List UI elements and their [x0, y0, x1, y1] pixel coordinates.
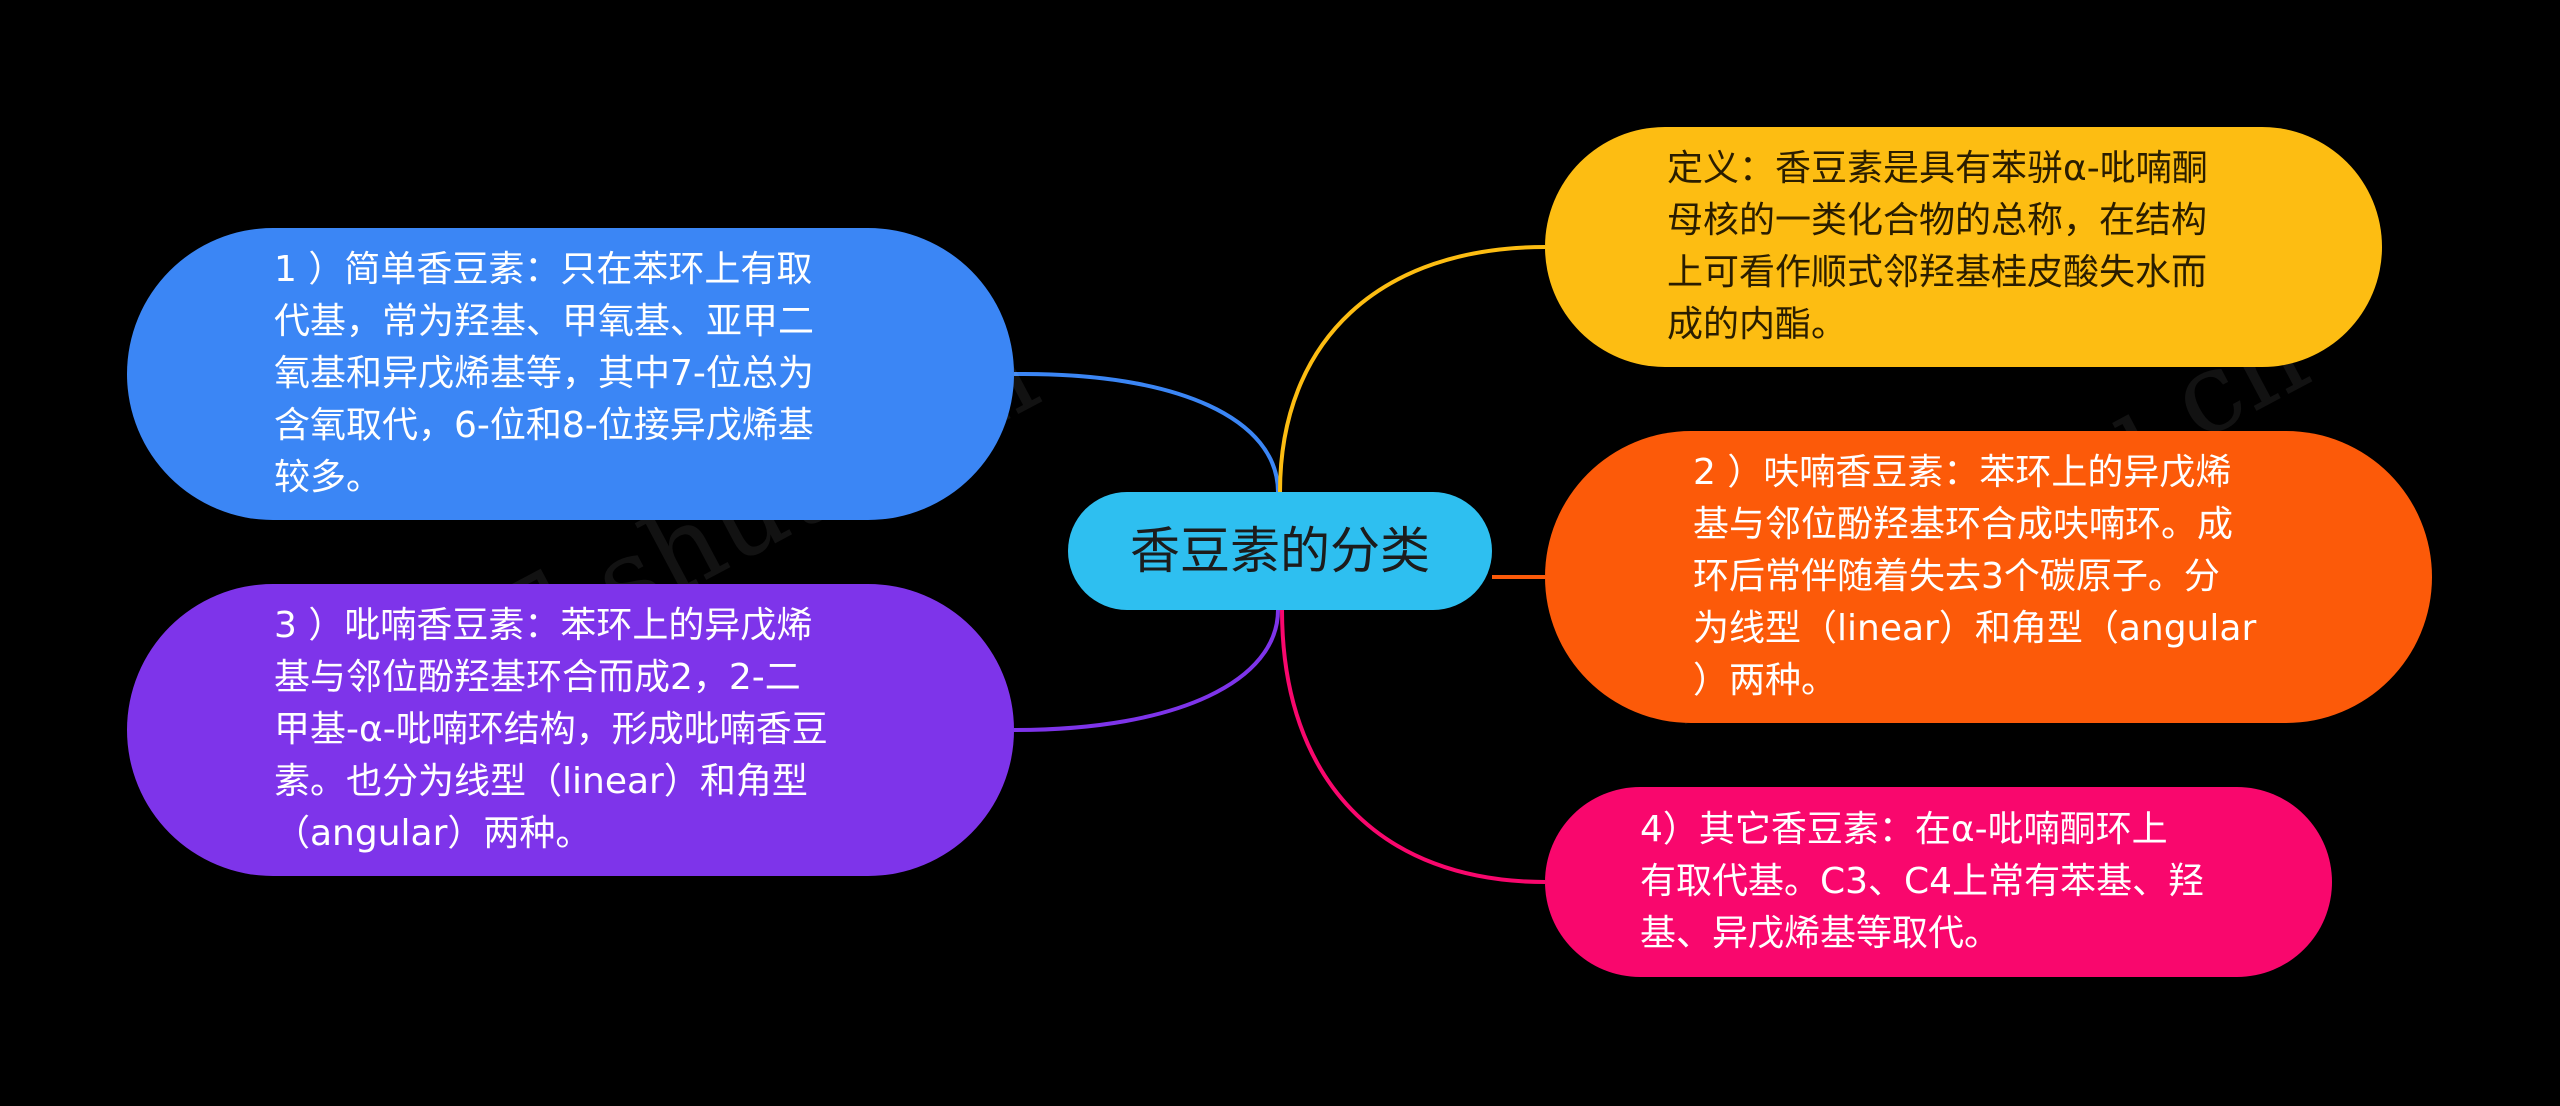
branch-text-furanocoumarin: 2 ）呋喃香豆素：苯环上的异戊烯 基与邻位酚羟基环合成呋喃环。成 环后常伴随着失… — [1693, 452, 2257, 701]
connector-pyrano — [1013, 609, 1280, 732]
branch-text-pyranocoumarin: 3 ）吡喃香豆素：苯环上的异戊烯 基与邻位酚羟基环合而成2，2-二 甲基-α-吡… — [274, 605, 828, 854]
branch-node-furanocoumarin[interactable]: 2 ）呋喃香豆素：苯环上的异戊烯 基与邻位酚羟基环合成呋喃环。成 环后常伴随着失… — [1545, 431, 2432, 723]
connector-other — [1280, 609, 1546, 884]
central-topic-label: 香豆素的分类 — [1130, 522, 1430, 580]
branch-node-other-coumarin[interactable]: 4）其它香豆素：在α-吡喃酮环上 有取代基。C3、C4上常有苯基、羟 基、异戊烯… — [1545, 787, 2332, 977]
branch-text-other-coumarin: 4）其它香豆素：在α-吡喃酮环上 有取代基。C3、C4上常有苯基、羟 基、异戊烯… — [1640, 809, 2205, 954]
branch-node-pyranocoumarin[interactable]: 3 ）吡喃香豆素：苯环上的异戊烯 基与邻位酚羟基环合而成2，2-二 甲基-α-吡… — [127, 584, 1014, 876]
branch-text-simple-coumarin: 1 ）简单香豆素：只在苯环上有取 代基，常为羟基、甲氧基、亚甲二 氧基和异戊烯基… — [274, 249, 815, 498]
connector-definition — [1278, 245, 1546, 493]
branch-text-definition: 定义：香豆素是具有苯骈α-吡喃酮 母核的一类化合物的总称，在结构 上可看作顺式邻… — [1667, 148, 2208, 345]
connector-simple — [1013, 371, 1280, 493]
branch-node-definition[interactable]: 定义：香豆素是具有苯骈α-吡喃酮 母核的一类化合物的总称，在结构 上可看作顺式邻… — [1545, 127, 2382, 367]
branch-node-simple-coumarin[interactable]: 1 ）简单香豆素：只在苯环上有取 代基，常为羟基、甲氧基、亚甲二 氧基和异戊烯基… — [127, 228, 1014, 520]
central-topic-node[interactable]: 香豆素的分类 — [1068, 492, 1492, 610]
